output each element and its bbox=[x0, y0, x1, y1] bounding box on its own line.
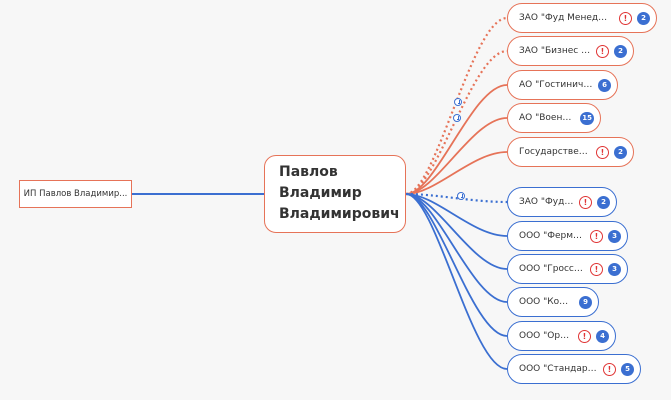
left-node-label: ИП Павлов Владимир... bbox=[23, 189, 128, 199]
count-badge: 15 bbox=[580, 111, 594, 125]
edge-5 bbox=[405, 192, 508, 204]
warning-icon: ! bbox=[619, 11, 632, 25]
edge-10 bbox=[405, 193, 508, 370]
company-node-label: ООО "Фермер и в" bbox=[519, 231, 585, 241]
center-name-line-1: Павлов bbox=[279, 164, 338, 180]
warning-icon: ! bbox=[578, 329, 591, 343]
count-badge: 2 bbox=[614, 44, 627, 58]
warning-icon: ! bbox=[579, 195, 592, 209]
company-node-label: ООО "Консул" bbox=[519, 297, 574, 307]
company-node[interactable]: ЗАО "Фуд Менеджмент"! 2 bbox=[507, 3, 657, 33]
company-node[interactable]: АО "Гостиничный... 6 bbox=[507, 70, 618, 100]
count-badge: 6 bbox=[598, 78, 611, 92]
edge-2 bbox=[405, 84, 508, 195]
count-badge: 3 bbox=[608, 262, 621, 276]
count-badge: 2 bbox=[637, 11, 650, 25]
count-badge: 5 bbox=[621, 362, 634, 376]
company-node-label: ЗАО "Бизнес Клуб... bbox=[519, 46, 591, 56]
company-node-label: АО "Военторг" bbox=[519, 113, 575, 123]
warning-icon: ! bbox=[603, 362, 616, 376]
edge-0 bbox=[405, 16, 508, 196]
company-node[interactable]: ООО "Гроссбиф"! 3 bbox=[507, 254, 628, 284]
company-node-label: АО "Гостиничный... bbox=[519, 80, 593, 90]
count-badge: 2 bbox=[597, 195, 610, 209]
warning-icon: ! bbox=[596, 44, 609, 58]
edge-1 bbox=[405, 49, 508, 196]
company-node-label: ЗАО "Фудбэйс" bbox=[519, 197, 574, 207]
company-node[interactable]: ООО "Стандарт Аква"! 5 bbox=[507, 354, 641, 384]
company-node-label: ООО "Стандарт Аква" bbox=[519, 364, 598, 374]
company-node-label: Государственное... bbox=[519, 147, 591, 157]
company-node[interactable]: ООО "Орсетто"! 4 bbox=[507, 321, 616, 351]
company-node[interactable]: Государственное...! 2 bbox=[507, 137, 634, 167]
company-node-label: ЗАО "Фуд Менеджмент" bbox=[519, 13, 614, 23]
edge-4 bbox=[405, 151, 508, 195]
company-node[interactable]: АО "Военторг" 15 bbox=[507, 103, 601, 133]
clock-icon bbox=[454, 98, 462, 106]
center-node[interactable]: Павлов Владимир Владимирович bbox=[264, 155, 406, 233]
warning-icon: ! bbox=[596, 145, 609, 159]
center-name-line-2: Владимир bbox=[279, 185, 362, 201]
company-node-label: ООО "Гроссбиф" bbox=[519, 264, 585, 274]
count-badge: 9 bbox=[579, 295, 592, 309]
company-node[interactable]: ЗАО "Бизнес Клуб...! 2 bbox=[507, 36, 634, 66]
count-badge: 3 bbox=[608, 229, 621, 243]
clock-icon bbox=[453, 114, 461, 122]
warning-icon: ! bbox=[590, 262, 603, 276]
company-node[interactable]: ЗАО "Фудбэйс"! 2 bbox=[507, 187, 617, 217]
edge-3 bbox=[405, 117, 508, 195]
count-badge: 2 bbox=[614, 145, 627, 159]
company-node-label: ООО "Орсетто" bbox=[519, 331, 573, 341]
company-node[interactable]: ООО "Фермер и в"! 3 bbox=[507, 221, 628, 251]
company-node[interactable]: ООО "Консул" 9 bbox=[507, 287, 599, 317]
warning-icon: ! bbox=[590, 229, 603, 243]
clock-icon bbox=[457, 192, 465, 200]
left-node[interactable]: ИП Павлов Владимир... bbox=[19, 180, 132, 208]
count-badge: 4 bbox=[596, 329, 609, 343]
center-name-line-3: Владимирович bbox=[279, 206, 400, 222]
